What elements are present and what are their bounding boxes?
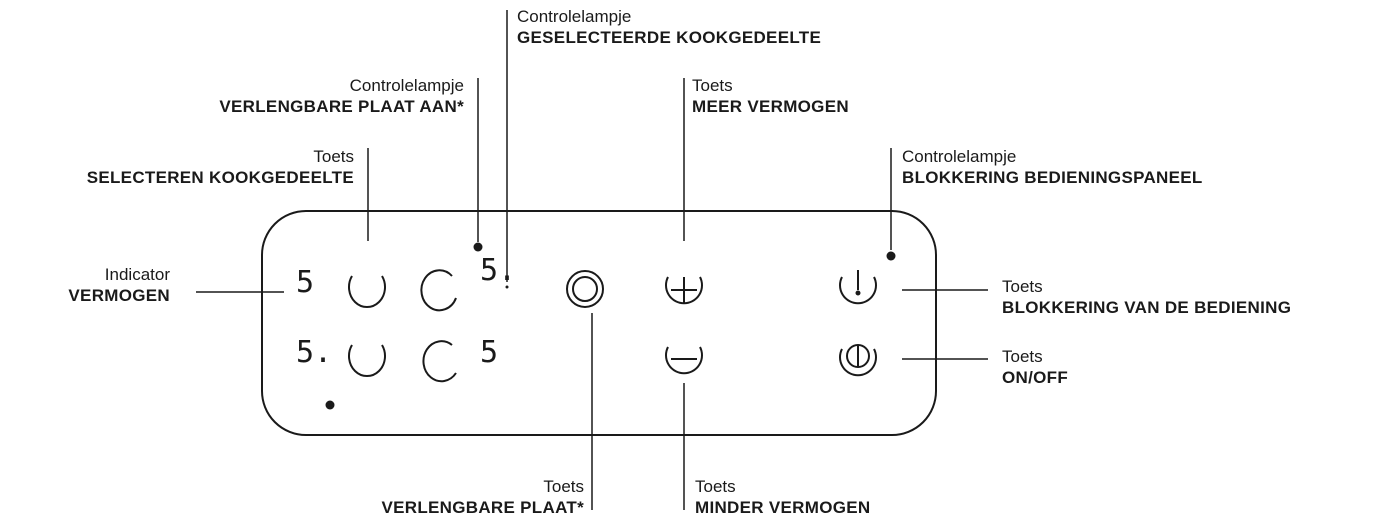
label-more-power: Toets MEER VERMOGEN [692, 75, 849, 117]
power-icon[interactable] [839, 344, 877, 377]
label-line2: VERLENGBARE PLAAT* [381, 498, 584, 517]
label-line2: MEER VERMOGEN [692, 97, 849, 116]
extendable-zone-icon[interactable] [566, 270, 604, 308]
zone-key-icon[interactable] [348, 344, 386, 378]
label-line1: Controlelampje [517, 7, 632, 26]
zone-key-icon[interactable] [420, 269, 457, 312]
label-line1: Toets [543, 477, 584, 496]
label-select-zone: Toets SELECTEREN KOOKGEDEELTE [87, 146, 354, 188]
label-line2: VERMOGEN [68, 286, 170, 305]
label-power-indicator: Indicator VERMOGEN [68, 264, 170, 306]
lock-icon[interactable] [839, 270, 877, 305]
label-line2: BLOKKERING BEDIENINGSPANEEL [902, 168, 1203, 187]
power-display-bottom-right: 5 [480, 335, 498, 370]
label-line2: GESELECTEERDE KOOKGEDEELTE [517, 28, 822, 47]
label-line2: VERLENGBARE PLAAT AAN* [219, 97, 464, 116]
label-line1: Controlelampje [349, 76, 464, 95]
label-extendable-key: Toets VERLENGBARE PLAAT* [382, 476, 585, 518]
label-line2: SELECTEREN KOOKGEDEELTE [86, 168, 354, 187]
label-line1: Indicator [104, 265, 170, 284]
label-line1: Controlelampje [902, 147, 1017, 166]
label-line2: MINDER VERMOGEN [695, 498, 871, 517]
label-lock-key: Toets BLOKKERING VAN DE BEDIENING [1002, 276, 1291, 318]
power-display-top-left: 5 [296, 265, 314, 300]
panel-lock-light [886, 251, 896, 261]
label-line1: Toets [1002, 347, 1043, 366]
label-line1: Toets [695, 477, 736, 496]
label-line1: Toets [1002, 277, 1043, 296]
label-panel-lock-light: Controlelampje BLOKKERING BEDIENINGSPANE… [902, 146, 1203, 188]
plus-icon[interactable] [665, 276, 703, 305]
label-line2: BLOKKERING VAN DE BEDIENING [1002, 298, 1292, 317]
minus-icon[interactable] [665, 346, 703, 375]
label-onoff-key: Toets ON/OFF [1002, 346, 1068, 388]
bottom-left-light [325, 400, 335, 410]
label-extendable-on-light: Controlelampje VERLENGBARE PLAAT AAN* [219, 75, 464, 117]
label-less-power: Toets MINDER VERMOGEN [695, 476, 870, 518]
zone-key-icon[interactable] [422, 340, 457, 383]
power-display-top-right: 5. [480, 253, 516, 288]
label-selected-zone-light: Controlelampje GESELECTEERDE KOOKGEDEELT… [517, 6, 821, 48]
selected-zone-light [505, 285, 509, 289]
extendable-on-light [473, 242, 483, 252]
label-line2: ON/OFF [1002, 368, 1069, 387]
zone-key-icon[interactable] [348, 275, 386, 309]
label-line1: Toets [692, 76, 733, 95]
control-panel [261, 210, 937, 436]
label-line1: Toets [313, 147, 354, 166]
power-display-bottom-left: 5. [296, 335, 332, 370]
